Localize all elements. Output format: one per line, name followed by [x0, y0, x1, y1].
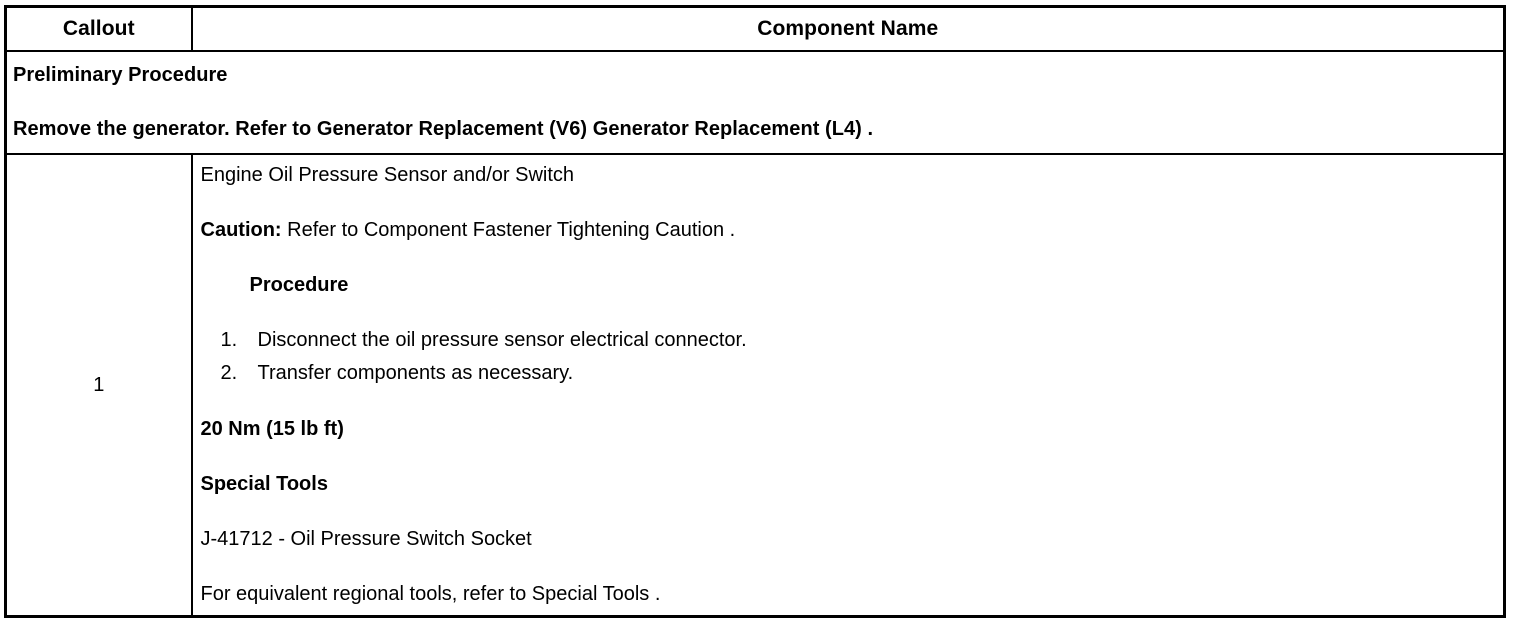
procedure-step-list: 1. Disconnect the oil pressure sensor ele…: [201, 324, 1496, 390]
preliminary-procedure-text: Remove the generator. Refer to Generator…: [13, 118, 874, 140]
table-header-row: Callout Component Name: [4, 5, 1506, 52]
component-title: Engine Oil Pressure Sensor and/or Switch: [200, 164, 575, 186]
callout-number: 1: [4, 153, 193, 618]
step-number: 1.: [220, 329, 238, 351]
component-detail-cell: Engine Oil Pressure Sensor and/or Switch…: [190, 153, 1506, 618]
special-tools-note: For equivalent regional tools, refer to …: [200, 583, 661, 605]
special-tool-item: J-41712 - Oil Pressure Switch Socket: [200, 528, 532, 550]
preliminary-spacer: [13, 89, 1503, 115]
preliminary-procedure-title: Preliminary Procedure: [13, 64, 228, 86]
torque-specification: 20 Nm (15 lb ft): [200, 418, 344, 440]
procedure-heading: Procedure: [249, 274, 349, 296]
table-row: 1 Engine Oil Pressure Sensor and/or Swit…: [4, 153, 1506, 618]
service-procedure-table: Callout Component Name Preliminary Proce…: [4, 5, 1506, 618]
step-text: Transfer components as necessary.: [257, 362, 574, 384]
special-tools-heading: Special Tools: [200, 473, 328, 495]
list-item: 1. Disconnect the oil pressure sensor ele…: [201, 324, 1496, 357]
step-text: Disconnect the oil pressure sensor elect…: [257, 329, 747, 351]
column-header-component-name: Component Name: [190, 5, 1506, 52]
caution-label: Caution:: [200, 219, 282, 241]
caution-text: Refer to Component Fastener Tightening C…: [287, 219, 736, 241]
list-item: 2. Transfer components as necessary.: [201, 357, 1496, 390]
caution-paragraph: Caution: Refer to Component Fastener Tig…: [201, 217, 1496, 243]
preliminary-procedure-cell: Preliminary Procedure Remove the generat…: [4, 50, 1506, 155]
preliminary-procedure-row: Preliminary Procedure Remove the generat…: [4, 50, 1506, 155]
step-number: 2.: [220, 362, 238, 384]
column-header-callout: Callout: [4, 5, 193, 52]
